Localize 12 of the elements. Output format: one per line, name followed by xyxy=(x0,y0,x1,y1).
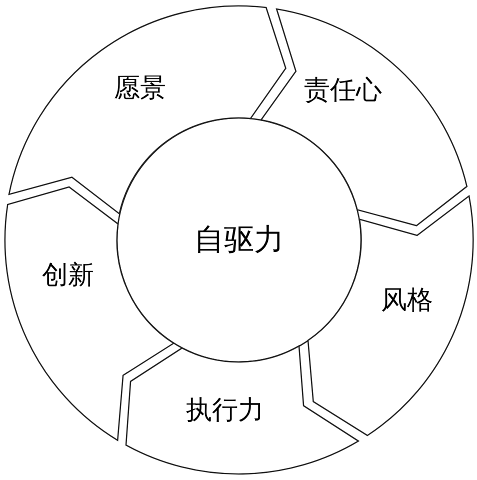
segment-label: 创新 xyxy=(42,259,94,292)
segment-label: 自驱力 xyxy=(194,222,284,260)
ring-segment xyxy=(9,6,286,214)
ring-segment xyxy=(5,186,174,440)
ring-segment xyxy=(308,196,473,436)
segment-label: 风格 xyxy=(380,284,433,318)
ring-segment xyxy=(260,9,467,226)
segment-label: 愿景 xyxy=(114,72,166,106)
center-circle xyxy=(117,118,361,362)
segment-label: 执行力 xyxy=(186,394,264,428)
ring-segment xyxy=(126,346,359,474)
segment-label: 责任心 xyxy=(304,74,382,108)
